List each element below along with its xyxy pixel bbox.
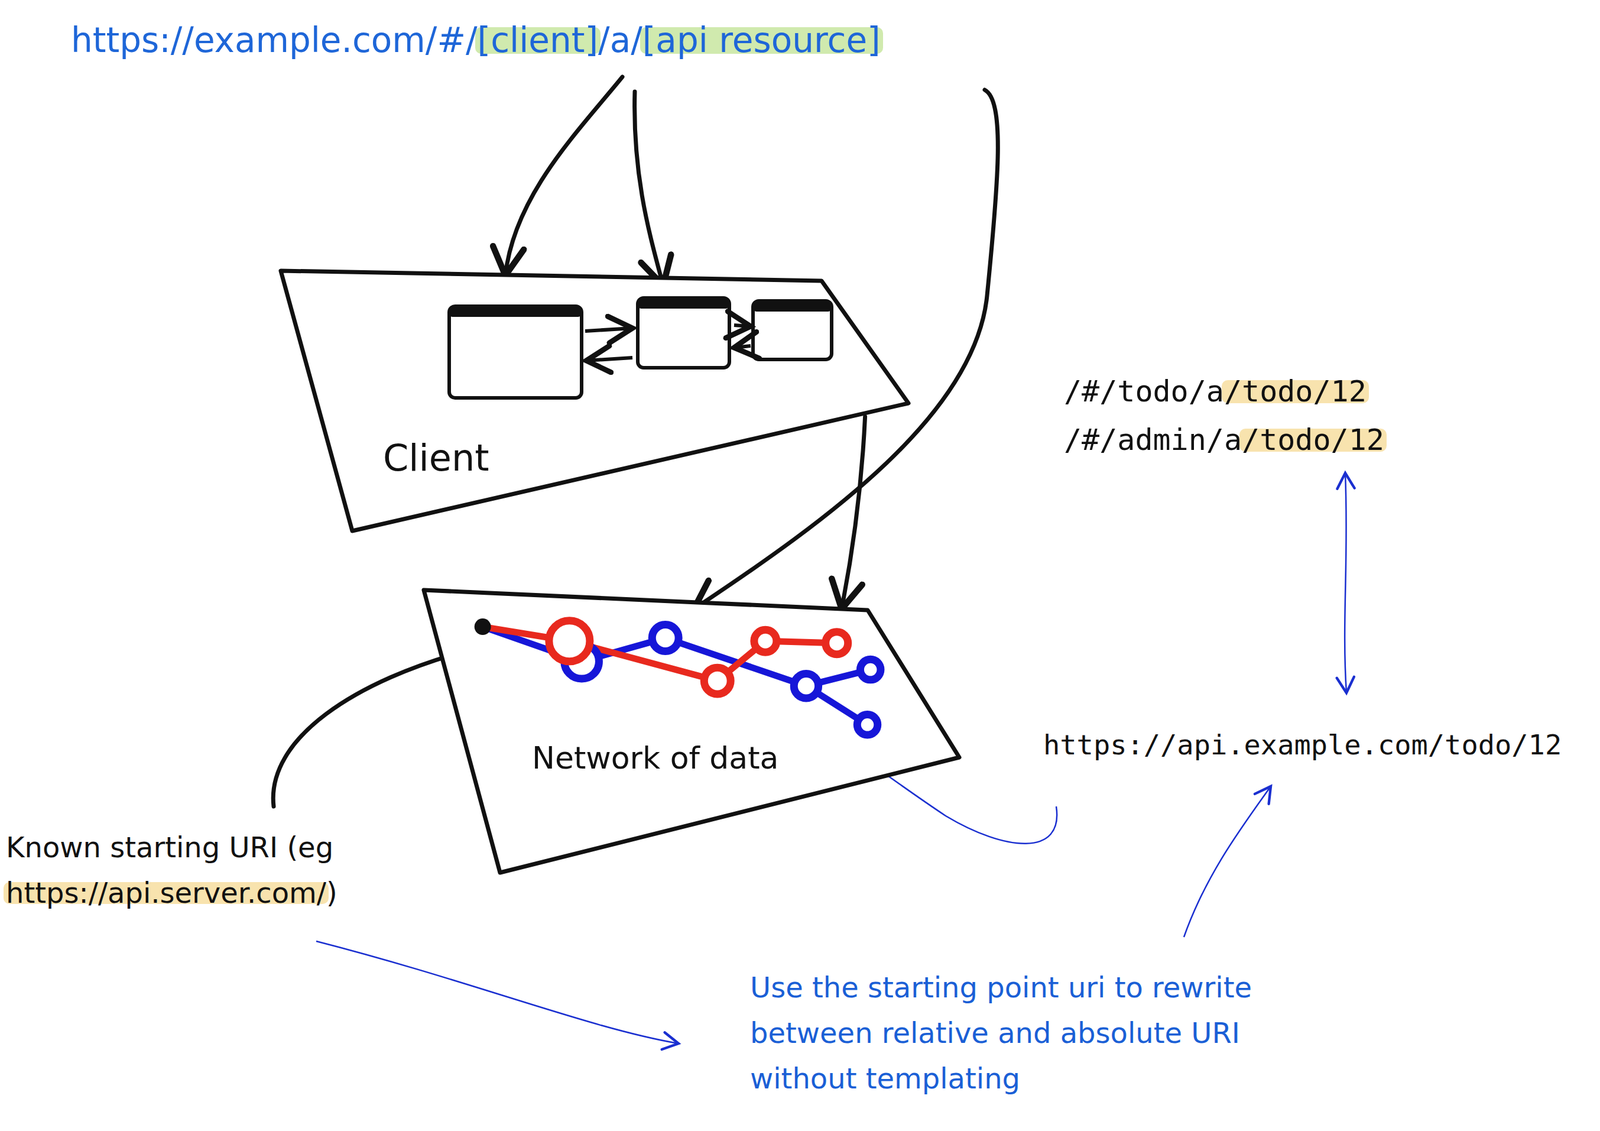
panel-shape	[423, 589, 960, 873]
flow-arrow	[841, 416, 866, 609]
data-node	[793, 673, 819, 698]
nav-arrow	[586, 357, 633, 361]
window-bar	[753, 300, 832, 312]
route-template: https://example.com/#/[client]/a/[api re…	[70, 13, 881, 68]
panel-outline	[277, 265, 917, 535]
leader-arrow	[505, 76, 623, 276]
network-panel: Network of data	[419, 585, 964, 878]
window-icon	[449, 306, 582, 398]
start-note: Known starting URI (eg https://api.serve…	[5, 824, 432, 916]
data-node	[703, 667, 731, 694]
note-arrow	[1183, 786, 1271, 937]
mapping-arrow	[1344, 472, 1347, 693]
start-point	[474, 618, 492, 635]
data-node	[857, 714, 878, 736]
data-node	[651, 624, 679, 652]
window-bar	[449, 306, 582, 317]
panel-title: Network of data	[531, 740, 779, 776]
route-example: /#/todo/a/todo/12	[1063, 367, 1367, 415]
leader-arrow	[273, 648, 473, 807]
leader-arrow	[634, 91, 664, 286]
window-icon	[637, 297, 730, 368]
api-uri: https://api.example.com/todo/12	[1043, 722, 1562, 767]
nav-arrow	[585, 328, 633, 331]
data-node	[825, 631, 849, 655]
window-bar	[637, 297, 730, 309]
panel-outline	[419, 585, 964, 878]
nav-arrow	[734, 325, 751, 327]
data-node	[754, 629, 777, 652]
route-example: /#/admin/a/todo/12	[1063, 416, 1385, 464]
nav-arrow	[734, 345, 751, 348]
note-arrow	[316, 940, 679, 1044]
panel-title: Client	[383, 436, 490, 480]
panel-shape	[280, 270, 909, 531]
data-node	[859, 659, 881, 680]
explanation-note: Use the starting point uri to rewrite be…	[750, 964, 1318, 1101]
client-panel: Client	[277, 265, 917, 535]
window-icon	[753, 300, 832, 360]
data-node	[549, 620, 590, 662]
